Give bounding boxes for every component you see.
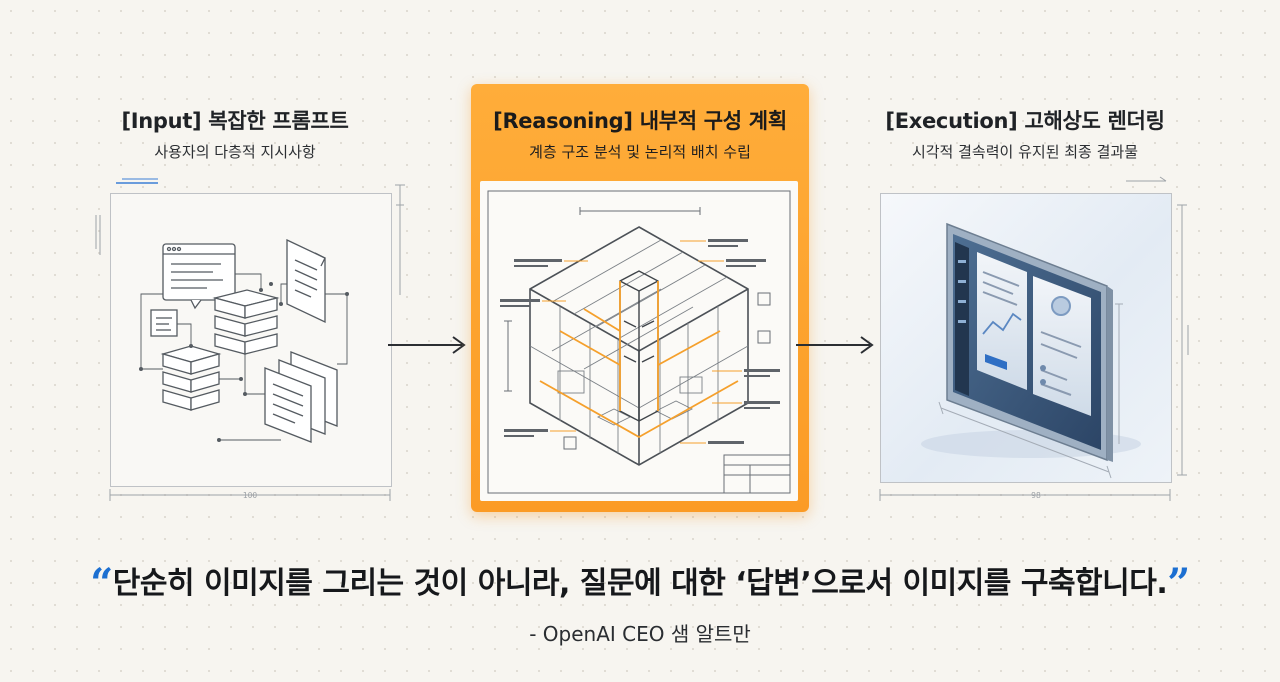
tablet-device-icon — [921, 222, 1141, 479]
execution-dimension-label: 98 — [1031, 491, 1041, 500]
input-panel-subtitle: 사용자의 다층적 지시사항 — [154, 143, 316, 161]
arrow-right-icon — [796, 336, 874, 354]
ceo-quote: “단순히 이미지를 그리는 것이 아니라, 질문에 대한 ‘답변’으로서 이미지… — [0, 558, 1280, 607]
quote-text: 단순히 이미지를 그리는 것이 아니라, 질문에 대한 ‘답변’으로서 이미지를… — [112, 566, 1168, 601]
reasoning-panel: [Reasoning] 내부적 구성 계획 계층 구조 분석 및 논리적 배치 … — [471, 84, 809, 512]
close-quote-mark: ” — [1167, 560, 1190, 607]
execution-panel-title: [Execution] 고해상도 렌더링 — [885, 109, 1165, 133]
execution-panel-subtitle: 시각적 결속력이 유지된 최종 결과물 — [911, 143, 1139, 161]
execution-panel: [Execution] 고해상도 렌더링 시각적 결속력이 유지된 최종 결과물 — [850, 105, 1200, 505]
input-panel-title: [Input] 복잡한 프롬프트 — [121, 109, 349, 133]
reasoning-panel-title: [Reasoning] 내부적 구성 계획 — [493, 109, 787, 133]
arrow-right-icon — [388, 336, 466, 354]
reasoning-blueprint-frame — [480, 181, 798, 501]
reasoning-panel-subtitle: 계층 구조 분석 및 논리적 배치 수립 — [529, 143, 751, 161]
input-dimension-lines — [95, 178, 405, 501]
documents-and-database-sketch-icon — [139, 238, 349, 443]
input-panel: [Input] 복잡한 프롬프트 사용자의 다층적 지시사항 — [60, 105, 410, 505]
open-quote-mark: “ — [90, 560, 113, 607]
execution-dimension-lines — [879, 176, 1189, 501]
input-dimension-label: 100 — [242, 491, 258, 500]
isometric-building-blueprint-icon — [487, 190, 791, 494]
quote-attribution: - OpenAI CEO 샘 알트만 — [529, 622, 751, 646]
execution-render-frame — [880, 193, 1172, 483]
input-blueprint-frame — [110, 193, 392, 487]
